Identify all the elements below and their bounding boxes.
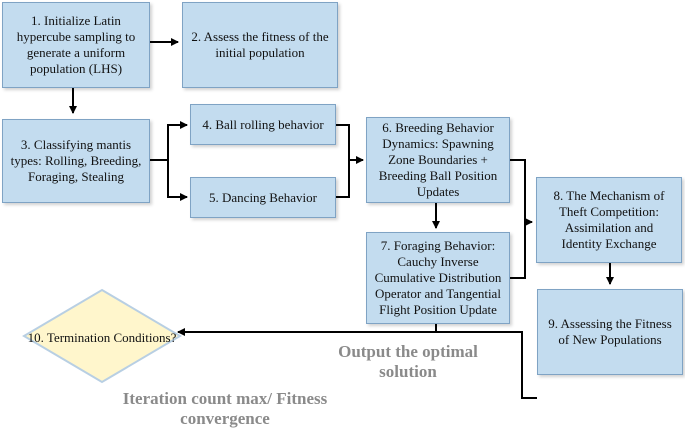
step-9-assess-new-box: 9. Assessing the Fitness of New Populati…: [537, 289, 683, 375]
termination-diamond: [22, 288, 182, 384]
step-4-ball-rolling-box: 4. Ball rolling behavior: [190, 104, 336, 145]
arrow-3-to-5: [167, 160, 188, 201]
step-7-foraging-box: 7. Foraging Behavior: Cauchy Inverse Cum…: [366, 232, 510, 324]
step-8-theft-box: 8. The Mechanism of Theft Competition: A…: [536, 177, 682, 263]
step-1-initialize-box: 1. Initialize Latin hypercube sampling t…: [2, 2, 150, 88]
step-2-assess-box: 2. Assess the fitness of the initial pop…: [182, 2, 338, 88]
iteration-convergence-label: Iteration count max/ Fitness convergence: [122, 389, 328, 428]
arrow-5-to-6: [336, 160, 350, 198]
step-3-classify-box: 3. Classifying mantis types: Rolling, Br…: [2, 119, 150, 203]
step-6-breeding-box: 6. Breeding Behavior Dynamics: Spawning …: [366, 117, 510, 203]
arrow-4-to-6: [336, 124, 364, 164]
arrow-6-to-8: [510, 159, 533, 226]
step-10-termination-text: 10. Termination Conditions?: [27, 330, 177, 345]
step-5-dancing-box: 5. Dancing Behavior: [190, 177, 336, 218]
arrow-7-to-8: [510, 222, 526, 279]
arrow-9-to-10: [177, 328, 537, 399]
arrow-3-to-4: [150, 121, 188, 161]
output-optimal-label: Output the optimal solution: [338, 342, 478, 381]
